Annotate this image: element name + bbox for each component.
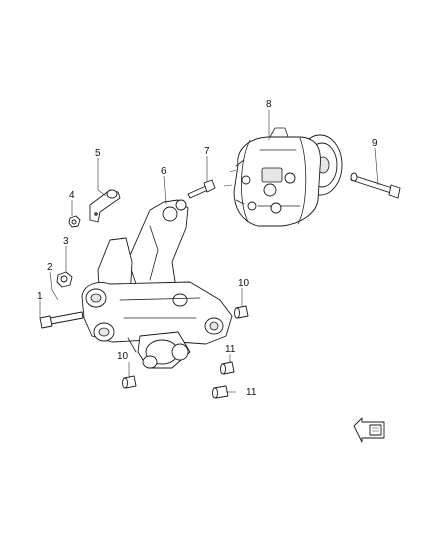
- ac-compressor: [223, 127, 343, 227]
- front-direction-arrow-icon: [353, 417, 385, 443]
- small-bracket: [89, 189, 121, 223]
- sleeve-11-upper: [220, 361, 235, 375]
- callout-10-upper: 10: [238, 278, 250, 289]
- bracket-bolt-7: [187, 179, 216, 199]
- sleeve-10-lower: [122, 375, 137, 389]
- callout-7: 7: [204, 146, 210, 157]
- callout-3: 3: [63, 236, 69, 247]
- callout-4: 4: [69, 190, 75, 201]
- nut-4: [68, 215, 81, 228]
- nut-3: [56, 271, 73, 288]
- callout-1: 1: [37, 291, 43, 302]
- bolt-1: [39, 311, 84, 329]
- leader-lines: [39, 110, 379, 393]
- callout-8: 8: [266, 99, 272, 110]
- callout-labels: 1 2 3 4 5 6 7 8 9 10 10 11 11: [37, 99, 378, 398]
- mounting-bracket: [81, 199, 233, 369]
- callout-9: 9: [372, 138, 378, 149]
- sleeve-10-upper: [234, 305, 249, 319]
- callout-2: 2: [47, 262, 53, 273]
- callout-5: 5: [95, 148, 101, 159]
- callout-10-lower: 10: [117, 351, 129, 362]
- callout-11-upper: 11: [225, 344, 236, 355]
- callout-6: 6: [161, 166, 167, 177]
- callout-11-lower: 11: [246, 387, 257, 398]
- sleeve-11-lower: [212, 385, 229, 399]
- compressor-bolt: [350, 172, 401, 199]
